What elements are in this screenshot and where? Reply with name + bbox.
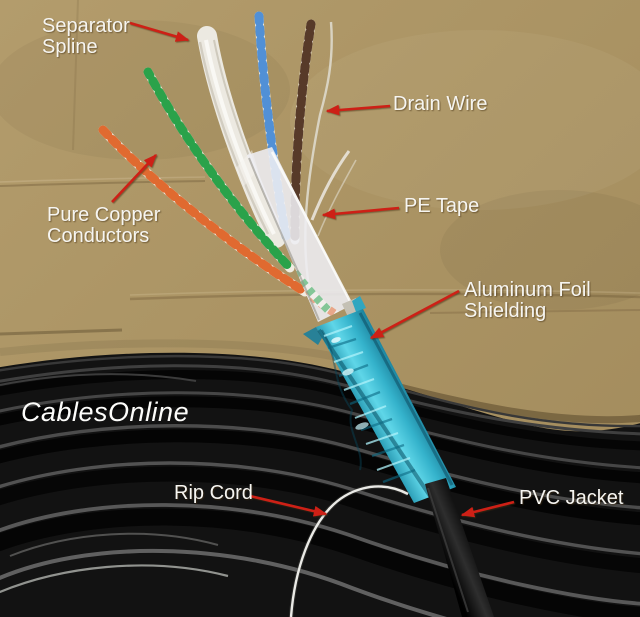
arrow-pe-tape	[321, 206, 400, 220]
arrow-pvc-jacket	[460, 500, 515, 518]
rip-cord	[288, 484, 410, 617]
arrow-aluminum-foil	[369, 289, 460, 340]
arrow-pure-copper	[111, 154, 157, 203]
taped-bundle	[247, 147, 353, 322]
pvc-jacket	[425, 478, 494, 617]
label-aluminum-foil-line2: Shielding	[464, 300, 546, 322]
label-drain-wire: Drain Wire	[393, 93, 487, 115]
foil-shielding	[303, 296, 456, 503]
arrow-separator-spline	[129, 21, 190, 42]
label-pe-tape: PE Tape	[404, 195, 479, 217]
label-pure-copper-line1: Pure Copper	[47, 204, 161, 226]
label-rip-cord: Rip Cord	[174, 482, 253, 504]
twisted-pair-green	[143, 67, 295, 273]
annotations: Separator Spline Drain Wire Pure Copper …	[42, 15, 624, 518]
arrow-rip-cord	[249, 494, 328, 517]
watermark-cablesonline: CablesOnline	[21, 397, 189, 427]
arrow-drain-wire	[325, 104, 391, 116]
twisted-pair-orange	[98, 125, 310, 297]
label-pvc-jacket: PVC Jacket	[519, 487, 624, 509]
label-aluminum-foil-line1: Aluminum Foil	[464, 279, 591, 301]
label-separator-spline-line1: Separator	[42, 15, 130, 37]
cable-coil	[0, 352, 640, 617]
stripped-cable	[98, 11, 494, 617]
label-separator-spline-line2: Spline	[42, 36, 98, 58]
label-pure-copper-line2: Conductors	[47, 225, 149, 247]
